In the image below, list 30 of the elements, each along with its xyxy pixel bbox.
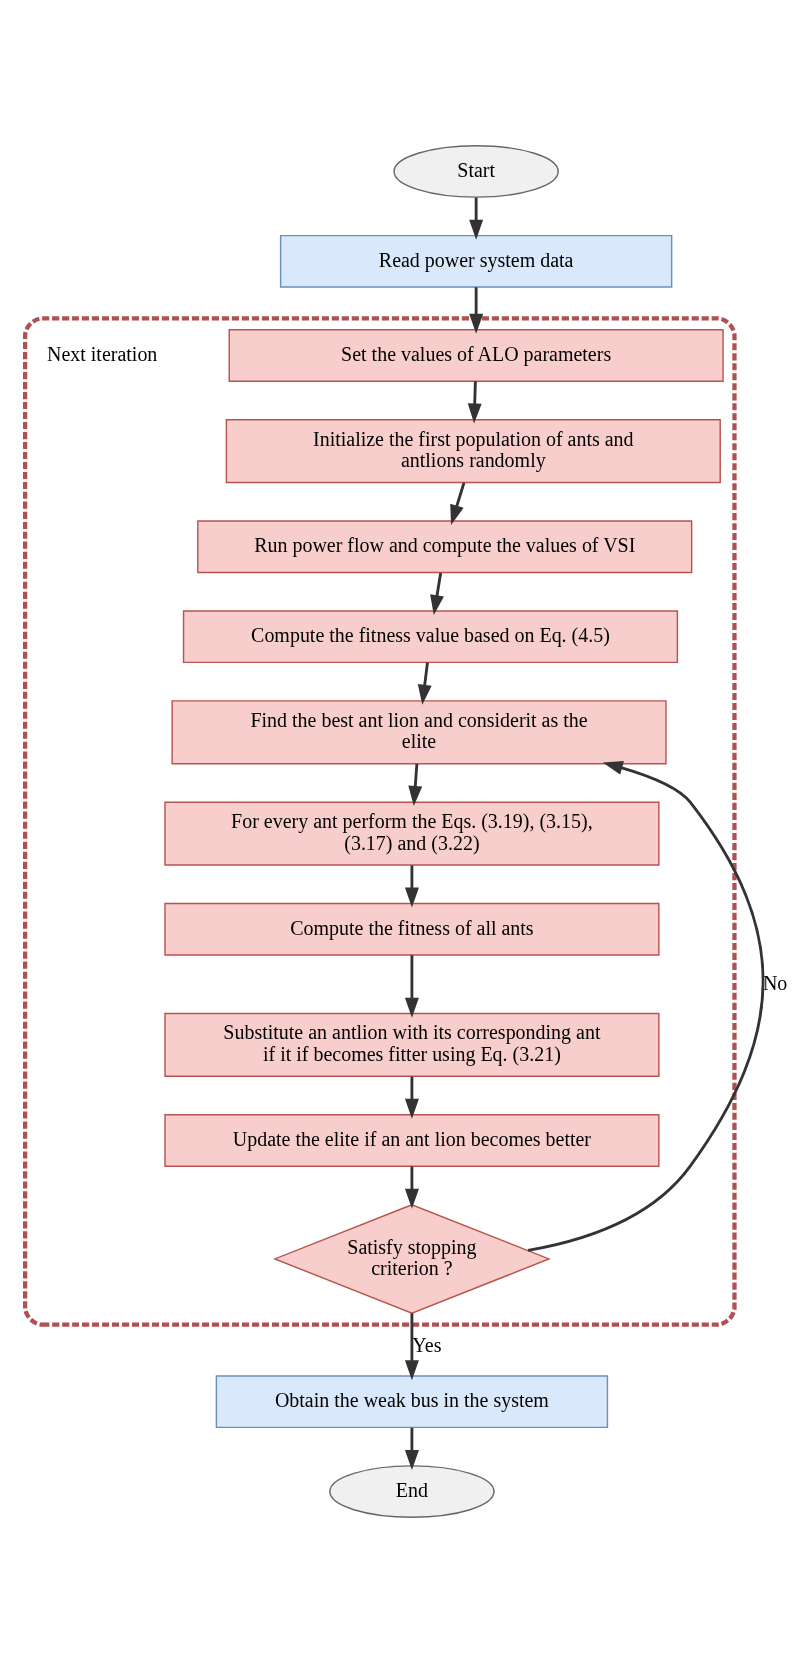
node-box: Run power flow and compute the values of VSI [197, 520, 693, 574]
arrow [404, 865, 419, 908]
arrow [404, 1427, 419, 1470]
arrow [430, 572, 444, 616]
node-box: Set the values of ALO parameters [228, 329, 724, 382]
node-box: Compute the fitness value based on Eq. (4.5) [182, 610, 679, 664]
node-box: Update the elite if an ant lion becomes better [164, 1114, 660, 1167]
node-box: Obtain the weak bus in the system [215, 1375, 609, 1429]
node-box: For every ant perform the Eqs. (3.19), (3.15), (3.17) and (3.22) [164, 801, 660, 866]
node-box: Substitute an antlion with its corresponding ant if it if becomes fitter using Eq. (3.21) [164, 1012, 660, 1077]
arrow [404, 1076, 419, 1119]
arrow [467, 381, 482, 424]
arrow [469, 197, 484, 240]
label: Next iteration [47, 342, 158, 365]
arrow [417, 662, 432, 705]
arrow [404, 1166, 419, 1209]
node-box: Read power system data [279, 234, 673, 288]
node-ellipse: End [329, 1465, 495, 1518]
node-diamond: Satisfy stopping criterion ? [272, 1203, 551, 1314]
node-ellipse: Start [393, 145, 559, 198]
node-box: Compute the fitness of all ants [164, 902, 660, 956]
cluster [23, 316, 737, 1327]
arrow [450, 482, 466, 525]
arrow [469, 287, 484, 334]
node-box: Initialize the first population of ants and antlions randomly [225, 419, 721, 484]
arrow [527, 761, 765, 1252]
arrow [404, 955, 419, 1018]
arrow [408, 763, 423, 806]
node-box: Find the best ant lion and considerit as the elite [171, 700, 667, 765]
arrow [404, 1313, 419, 1381]
